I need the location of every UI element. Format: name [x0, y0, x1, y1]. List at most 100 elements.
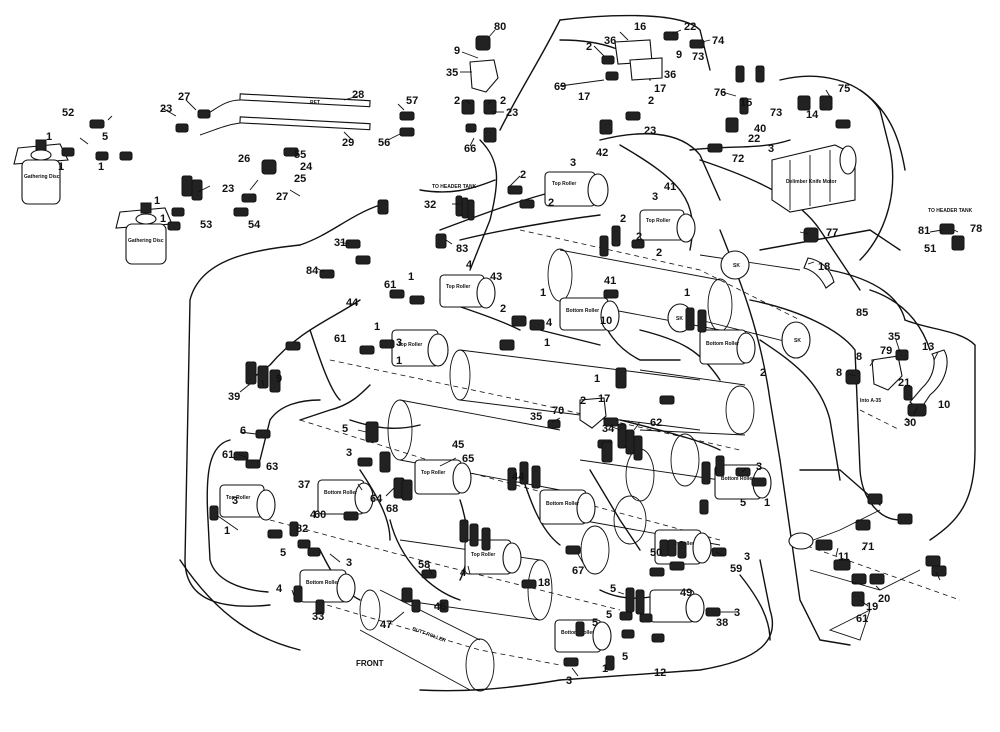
callout-number: 34 — [602, 423, 615, 435]
outer-hose-routes — [179, 14, 976, 692]
callout-number: 41 — [664, 181, 676, 193]
callout-number: 80 — [494, 21, 506, 33]
callout-number: 35 — [446, 67, 458, 79]
callout-number: 17 — [654, 83, 666, 95]
delimber-knife-motor: Delimber Knife Motor — [771, 144, 857, 213]
callout-number: 10 — [938, 399, 950, 411]
return-filter — [788, 532, 814, 550]
callout-number: 30 — [904, 417, 916, 429]
callout-number: 24 — [300, 161, 313, 173]
callout-number: 62 — [650, 417, 662, 429]
callout-number: 17 — [598, 393, 610, 405]
callout-number: 77 — [826, 227, 838, 239]
callout-number: 32 — [424, 199, 436, 211]
roller-label: Bottom Roller — [721, 476, 754, 482]
callout-number: 4 — [310, 509, 317, 521]
callout-number: 2 — [648, 95, 654, 107]
roller-label: Top Roller — [552, 181, 576, 187]
callout-number: 2 — [500, 303, 506, 315]
callout-number: 3 — [570, 157, 576, 169]
callout-number: 57 — [406, 95, 418, 107]
valve-block — [871, 355, 903, 391]
callout-number: 69 — [554, 81, 566, 93]
roller-motor: Bottom Roller — [317, 479, 374, 515]
roller-motor: Top Roller — [639, 209, 696, 243]
callout-number: 22 — [748, 133, 760, 145]
callout-number: 2 — [454, 95, 460, 107]
callout-number: 71 — [862, 541, 874, 553]
roller-label: Bottom Roller — [706, 341, 739, 347]
callout-number: 44 — [346, 297, 359, 309]
callout-number: 4 — [466, 259, 473, 271]
callout-number: 9 — [276, 373, 282, 385]
callout-number: 39 — [228, 391, 240, 403]
hose-fittings — [61, 31, 965, 671]
callout-number: 33 — [312, 611, 324, 623]
callout-number: 63 — [266, 461, 278, 473]
callout-number: 1 — [58, 161, 64, 173]
roller-label: Top Roller — [226, 495, 250, 501]
callout-number: 82 — [296, 523, 308, 535]
roller-motor: Bottom Roller — [699, 329, 756, 365]
sk-label: SK — [733, 263, 740, 269]
callout-number: 44 — [512, 471, 525, 483]
callout-number: 85 — [856, 307, 868, 319]
valve-blocks — [469, 39, 903, 429]
callout-number: 36 — [604, 35, 616, 47]
roller-motor: Top Roller — [219, 484, 276, 521]
valve-block — [629, 57, 663, 81]
callout-numbers: 80 9 35 2 2 16 36 22 74 2 9 73 36 69 17 … — [46, 21, 982, 687]
callout-number: 49 — [680, 587, 692, 599]
delimber-label: Delimber Knife Motor — [786, 179, 837, 185]
callout-number: 2 — [636, 231, 642, 243]
callout-number: 3 — [566, 675, 572, 687]
callout-number: 26 — [238, 153, 250, 165]
sk-label: SK — [676, 316, 683, 322]
callout-number: 1 — [594, 373, 600, 385]
callout-number: 3 — [346, 447, 352, 459]
sk-cylinder-end-1 — [720, 250, 750, 280]
roller-label: Bottom Roller — [546, 501, 579, 507]
callout-number: 66 — [464, 143, 476, 155]
callout-number: 46 — [434, 601, 446, 613]
callout-number: 61 — [334, 333, 346, 345]
callout-number: 70 — [552, 405, 564, 417]
callout-number: 6 — [240, 425, 246, 437]
callout-number: 79 — [880, 345, 892, 357]
roller-label: Top Roller — [471, 552, 495, 558]
callout-number: 23 — [644, 125, 656, 137]
roller-motor: Top Roller — [414, 459, 472, 495]
sk-cylinder-end-2 — [781, 321, 811, 359]
roller-motor: Top Roller — [439, 274, 496, 309]
callout-number: 1 — [408, 271, 414, 283]
callout-number: 61 — [384, 279, 396, 291]
sk-label: SK — [794, 338, 801, 344]
callout-number: 9 — [454, 45, 460, 57]
gathering-disc-label: Gathering Disc — [24, 174, 60, 180]
roller-motor: Top Roller — [391, 329, 449, 367]
callout-number: 3 — [756, 461, 762, 473]
callout-number: 31 — [334, 237, 346, 249]
callout-number: 16 — [634, 21, 646, 33]
into-a35-label: Into A-35 — [860, 398, 881, 404]
header-tank-label-right: TO HEADER TANK — [928, 208, 973, 214]
callout-number: 23 — [160, 103, 172, 115]
callout-number: 55 — [294, 149, 306, 161]
callout-number: 1 — [684, 287, 690, 299]
callout-number: 76 — [714, 87, 726, 99]
header-tank-label: TO HEADER TANK — [432, 184, 477, 190]
callout-number: 35 — [888, 331, 900, 343]
callout-number: 5 — [342, 423, 348, 435]
callout-number: 61 — [222, 449, 234, 461]
callout-number: 5 — [622, 651, 628, 663]
valve-block — [579, 397, 607, 429]
callout-number: 22 — [684, 21, 696, 33]
callout-number: 25 — [294, 173, 306, 185]
callout-number: 40 — [754, 123, 766, 135]
callout-number: 23 — [222, 183, 234, 195]
callout-number: 45 — [452, 439, 464, 451]
callout-number: 18 — [538, 577, 550, 589]
roller-motor: Top Roller — [464, 539, 522, 575]
callout-number: 73 — [692, 51, 704, 63]
callout-number: 37 — [298, 479, 310, 491]
